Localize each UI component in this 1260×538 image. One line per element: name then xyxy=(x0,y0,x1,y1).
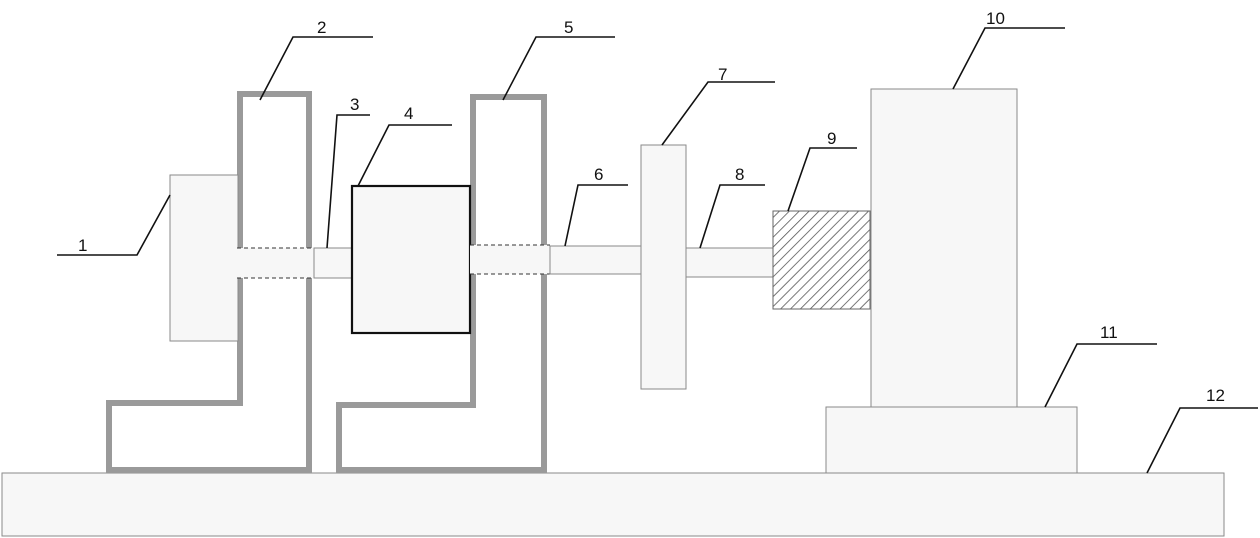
leader-9 xyxy=(788,148,857,211)
part-1 xyxy=(170,175,238,341)
part-10 xyxy=(871,89,1017,407)
leader-8 xyxy=(700,185,765,248)
leader-11 xyxy=(1045,344,1157,407)
leader-7 xyxy=(662,82,775,145)
label-11: 11 xyxy=(1100,323,1118,342)
label-4: 4 xyxy=(404,104,413,123)
part-9-hatched xyxy=(773,211,870,309)
leader-5 xyxy=(503,37,615,100)
label-12: 12 xyxy=(1206,386,1225,405)
shaft-in-bracket-5 xyxy=(470,245,550,274)
label-10: 10 xyxy=(986,9,1005,28)
label-3: 3 xyxy=(350,95,359,114)
label-9: 9 xyxy=(827,129,836,148)
label-8: 8 xyxy=(735,165,744,184)
label-6: 6 xyxy=(594,165,603,184)
part-11 xyxy=(826,407,1077,473)
shaft-in-bracket-2 xyxy=(237,248,314,278)
label-5: 5 xyxy=(564,18,573,37)
label-2: 2 xyxy=(317,18,326,37)
shaft-3 xyxy=(314,248,352,278)
leader-12 xyxy=(1147,408,1258,473)
label-7: 7 xyxy=(718,65,727,84)
part-4 xyxy=(352,186,470,333)
shaft-8 xyxy=(686,248,773,277)
base-plate-12 xyxy=(2,473,1224,536)
label-1: 1 xyxy=(78,236,87,255)
leader-10 xyxy=(953,28,1065,89)
part-7 xyxy=(641,145,686,389)
leader-2 xyxy=(260,37,373,100)
leader-4 xyxy=(358,125,452,186)
shaft-6 xyxy=(550,246,641,274)
leader-6 xyxy=(565,185,628,246)
leader-1 xyxy=(57,195,170,255)
